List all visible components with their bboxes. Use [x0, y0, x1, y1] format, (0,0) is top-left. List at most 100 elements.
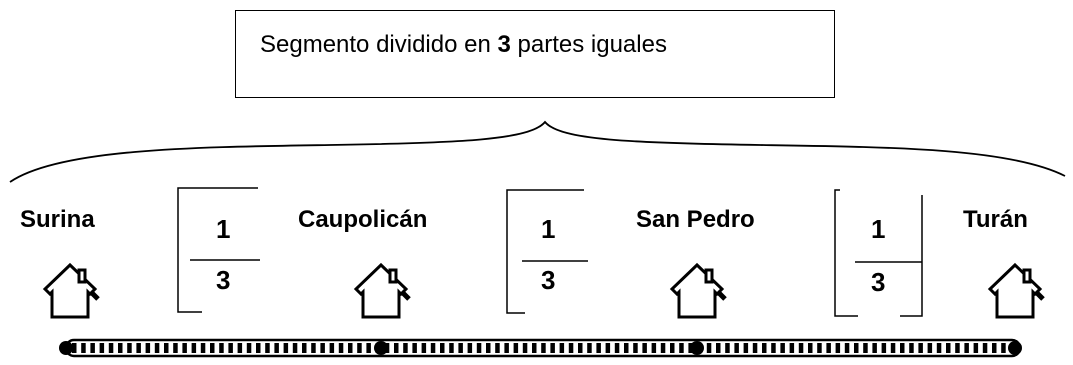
segment-tick [881, 343, 887, 353]
segment-tick [568, 343, 574, 353]
segment-tick [403, 343, 408, 353]
segment-tick [964, 343, 969, 353]
segment-tick [596, 343, 601, 353]
segment-tick [486, 343, 491, 353]
segment-tick [578, 343, 583, 353]
segment-tick [99, 343, 105, 353]
segment-tick [302, 343, 307, 353]
segment-tick [320, 343, 325, 353]
segment-tick [329, 343, 335, 353]
segment-tick [587, 343, 592, 353]
segment-tick [108, 343, 114, 353]
segment-tick [357, 343, 362, 353]
segment-tick [476, 343, 482, 353]
segment-tick [191, 343, 197, 353]
segment-tick [246, 343, 252, 353]
town-label-turan: Turán [963, 206, 1028, 233]
segment-tick [670, 343, 675, 353]
segment-tick [90, 343, 95, 353]
segment-tick [145, 343, 151, 353]
house-icon [353, 262, 411, 319]
segment-tick [366, 343, 371, 353]
house-icon [669, 262, 727, 319]
segment-tick [210, 343, 215, 353]
segment-tick [614, 343, 620, 353]
segment-tick [734, 343, 739, 353]
segment-tick [900, 343, 905, 353]
segment-tick [265, 343, 270, 353]
fraction-bracket-1 [177, 187, 260, 313]
segment-tick [164, 343, 169, 353]
title-text: Segmento dividido en 3 partes iguales [260, 31, 667, 59]
segment-tick [118, 343, 123, 353]
town-label-san-pedro: San Pedro [636, 206, 755, 233]
segment-tick [338, 343, 344, 353]
segment-tick [909, 343, 914, 353]
segment-tick [633, 343, 638, 353]
segment-tick [716, 343, 721, 353]
segment-tick [532, 343, 537, 353]
fraction-bracket-3 [834, 189, 923, 317]
segment-point [690, 341, 704, 355]
segment-tick [992, 343, 997, 353]
title-box: Segmento dividido en 3 partes iguales [235, 10, 835, 98]
segment-tick [955, 343, 960, 353]
fraction-3-denominator: 3 [871, 267, 886, 297]
segment-tick [679, 343, 684, 353]
fraction-bracket-2 [506, 189, 588, 314]
fraction-3-numerator: 1 [871, 214, 886, 244]
segment-tick [421, 343, 427, 353]
segment-tick [458, 343, 463, 353]
segment-tick [292, 343, 298, 353]
segment-tick [440, 343, 445, 353]
segment-tick [348, 343, 353, 353]
segment-tick [541, 343, 546, 353]
segment-tick [835, 343, 841, 353]
segment-point [374, 341, 388, 355]
curly-brace [9, 120, 1066, 183]
segment-tick [311, 343, 316, 353]
segment-tick [237, 343, 243, 353]
segment-tick [982, 343, 988, 353]
segment-ticks [72, 343, 1015, 353]
segment-tick [430, 343, 436, 353]
title-prefix: Segmento dividido en [260, 31, 498, 58]
segment-tick [826, 343, 831, 353]
segment-tick [863, 343, 868, 353]
fraction-2-numerator: 1 [541, 214, 556, 244]
segment-tick [173, 343, 178, 353]
segment-tick [182, 343, 187, 353]
segment-tick [513, 343, 519, 353]
segment-tick [412, 343, 417, 353]
segment-tick [725, 343, 730, 353]
fraction-1-numerator: 1 [216, 214, 231, 244]
segment-tick [844, 343, 850, 353]
segment-tick [154, 343, 160, 353]
segment-tick [642, 343, 647, 353]
segment-tick [798, 343, 804, 353]
segment-tick [559, 343, 565, 353]
segment-tick [274, 343, 279, 353]
segment-tick [1001, 343, 1006, 353]
segment-tick [256, 343, 261, 353]
segment-tick [936, 343, 942, 353]
segment-line [59, 338, 1022, 358]
segment-tick [789, 343, 795, 353]
segment-tick [200, 343, 206, 353]
segment-tick [890, 343, 896, 353]
segment-tick [817, 343, 822, 353]
town-label-caupolican: Caupolicán [298, 206, 428, 233]
house-icon [987, 262, 1045, 319]
segment-tick [72, 343, 77, 353]
segment-tick [762, 343, 767, 353]
title-number: 3 [497, 31, 511, 58]
title-suffix: partes iguales [510, 31, 667, 58]
town-label-surina: Surina [20, 206, 95, 233]
segment-tick [946, 343, 951, 353]
segment-tick [81, 343, 86, 353]
segment-tick [624, 343, 629, 353]
segment-tick [394, 343, 399, 353]
segment-point [1008, 341, 1022, 355]
segment-tick [522, 343, 528, 353]
